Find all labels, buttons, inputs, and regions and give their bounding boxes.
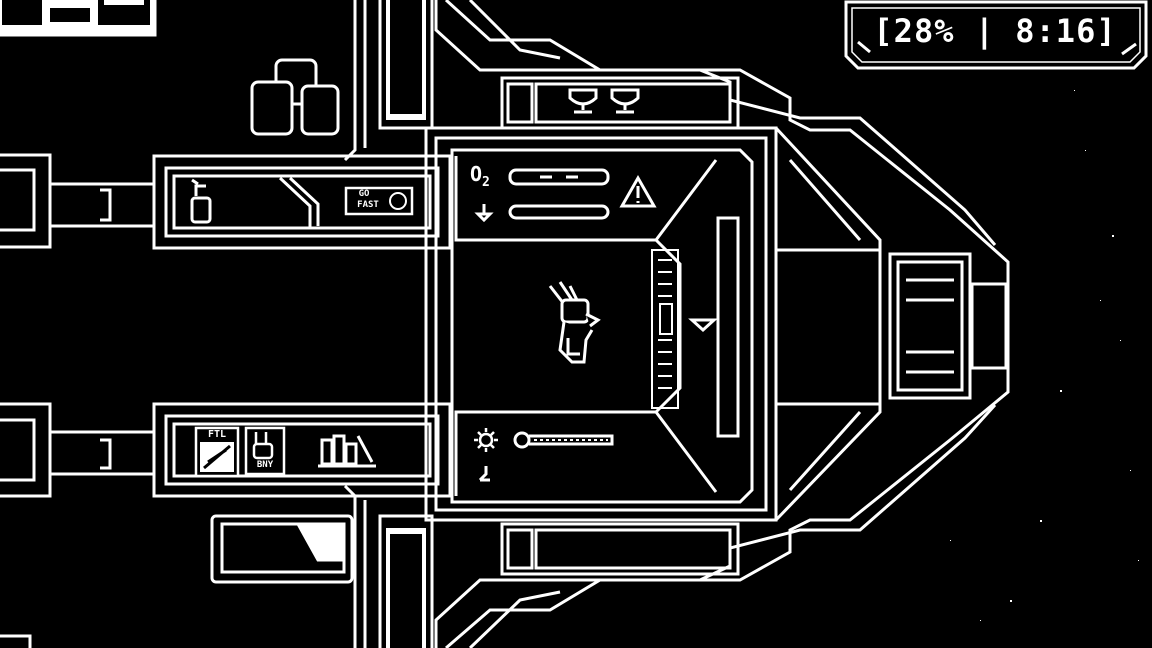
canisters [250,58,340,136]
shelf-upper [152,154,452,250]
cockpit-console [651,249,679,409]
warning-icon [619,174,657,208]
temperature-gauge [513,431,614,449]
rocket-icon [203,444,231,470]
progress-timer-readout: [28% | 8:16] [873,12,1117,50]
lower-corridor [0,484,434,648]
hud-frame [844,0,1148,70]
go-fast-badge [344,186,414,216]
bny-label: BNY [256,460,274,470]
starfield [950,90,1139,621]
cockpit-frame [424,126,778,522]
panel-bottom [500,522,740,576]
ship-nose [774,126,1008,522]
module-top-left [0,0,157,37]
bunny-pilot [548,281,601,364]
o2-bar [508,168,610,186]
o2-label: O2 [470,164,490,189]
o2-label-subscript: 2 [482,175,490,190]
go-label: GO [358,189,370,199]
o2-label-letter: O [470,162,483,186]
upper-corridor [343,0,434,162]
books-icon [318,434,376,468]
connector-lower [0,402,155,498]
fast-label: FAST [357,200,379,210]
bunny-card [244,426,286,476]
ftl-label: FTL [207,429,227,440]
sun-icon [474,428,498,452]
arrow-down-icon [478,466,490,482]
extinguisher-icon [190,178,212,224]
fuel-bar [474,204,610,223]
terminal-screen [210,514,354,584]
connector-upper [0,153,155,249]
shelf-lower [152,402,452,498]
trophy-icon [568,88,640,114]
